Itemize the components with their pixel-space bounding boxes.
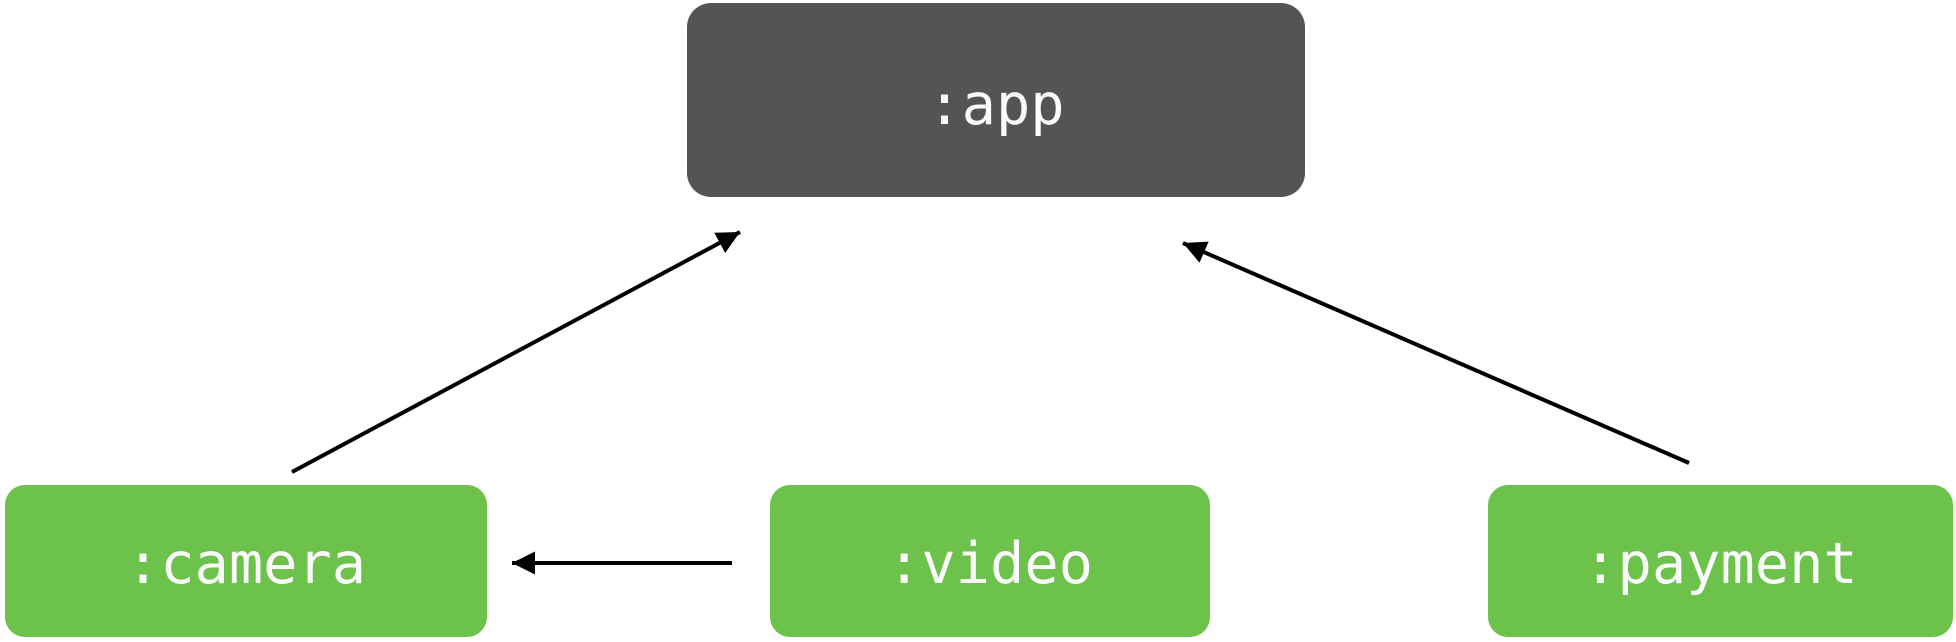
edge-payment-to-app [1182,241,1690,465]
node-app-label: :app [927,71,1065,138]
edge-camera-to-app [291,230,741,474]
node-camera-label: :camera [125,530,367,597]
node-camera: :camera [5,485,487,637]
node-video: :video [770,485,1210,637]
node-payment-label: :payment [1583,530,1858,597]
node-video-label: :video [887,530,1093,597]
node-app: :app [687,3,1305,197]
node-payment: :payment [1488,485,1953,637]
